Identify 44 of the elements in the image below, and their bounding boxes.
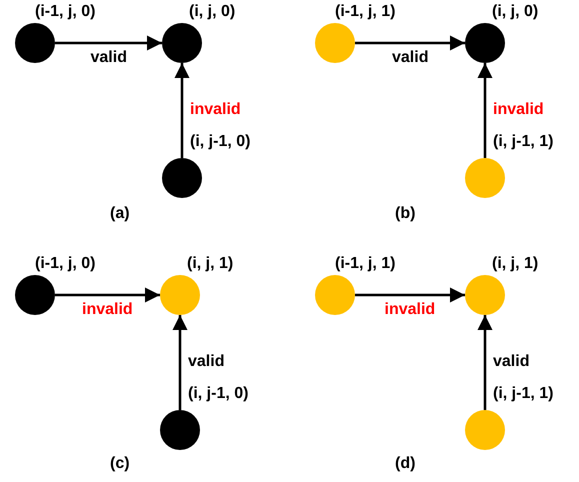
circle: [162, 23, 202, 63]
edge-label: invalid: [384, 301, 436, 319]
edge-label: valid: [188, 352, 224, 370]
panel-caption: (b): [395, 205, 416, 223]
arrow: [174, 63, 190, 158]
circle: [465, 23, 505, 63]
circle: [315, 23, 355, 63]
coordinate-label: (i, j, 0): [189, 3, 236, 21]
panel-caption: (d): [395, 455, 416, 473]
arrow: [172, 315, 188, 410]
arrow: [55, 36, 162, 50]
edge-label: valid: [90, 49, 127, 67]
circle: [162, 158, 202, 198]
coordinate-label: (i, j-1, 1): [493, 385, 554, 403]
arrow: [355, 288, 465, 302]
circle: [465, 275, 505, 315]
edge-label: invalid: [493, 100, 544, 118]
arrow: [355, 36, 465, 50]
circle: [15, 275, 55, 315]
edge-label: valid: [392, 49, 428, 67]
edge-label: invalid: [82, 301, 133, 319]
coordinate-label: (i, j-1, 0): [190, 133, 250, 151]
circle: [465, 158, 505, 198]
coordinate-label: (i, j-1, 0): [188, 385, 248, 403]
arrow: [478, 63, 492, 158]
edge-label: invalid: [190, 100, 241, 118]
edge-label: valid: [493, 352, 530, 370]
coordinate-label: (i, j, 1): [492, 255, 538, 273]
circle: [315, 275, 355, 315]
circle: [465, 410, 505, 450]
panel-caption: (c): [110, 455, 130, 473]
circle: [160, 410, 200, 450]
coordinate-label: (i-1, j, 1): [335, 255, 396, 273]
arrow: [478, 315, 492, 410]
coordinate-label: (i-1, j, 1): [335, 3, 396, 21]
circle: [15, 23, 55, 63]
coordinate-label: (i, j, 1): [187, 255, 234, 273]
coordinate-label: (i, j, 0): [492, 3, 538, 21]
coordinate-label: (i, j-1, 1): [493, 133, 554, 151]
arrow: [55, 288, 160, 302]
circle: [160, 275, 200, 315]
coordinate-label: (i-1, j, 0): [35, 3, 96, 21]
panel-caption: (a): [110, 205, 130, 223]
coordinate-label: (i-1, j, 0): [35, 255, 96, 273]
